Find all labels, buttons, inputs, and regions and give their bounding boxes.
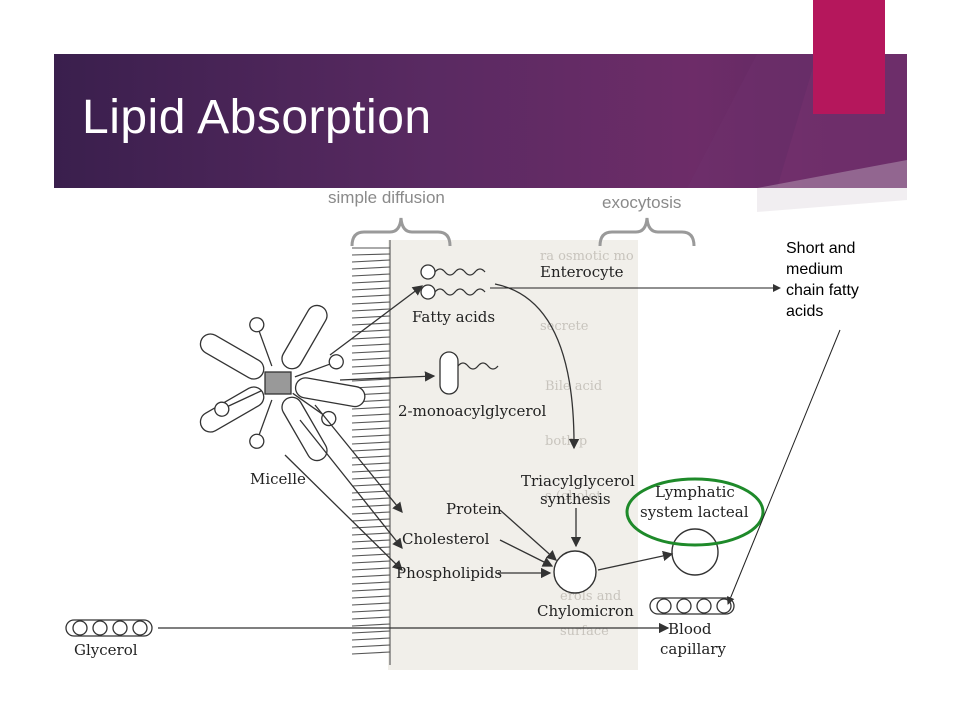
- micelle-label: Micelle: [250, 470, 306, 488]
- enterocyte-label: Enterocyte: [540, 263, 624, 281]
- lymphatic-label: Lymphatic: [655, 483, 735, 501]
- svg-text:s (cholet: s (cholet: [545, 489, 602, 504]
- pathway-arrows: [158, 283, 674, 634]
- monoacylglycerol-icon: [439, 351, 499, 395]
- page-title: Lipid Absorption: [82, 91, 432, 144]
- glycerol-label: Glycerol: [74, 641, 138, 659]
- side-note-line: chain fatty: [786, 282, 859, 299]
- fatty-acids-label: Fatty acids: [412, 308, 495, 326]
- svg-text:Bile acid: Bile acid: [545, 379, 602, 394]
- triacylglycerol-label: Triacylglycerol: [521, 472, 635, 490]
- exocytosis-label: exocytosis: [602, 193, 682, 212]
- monoacylglycerol-label: 2-monoacylglycerol: [398, 402, 547, 420]
- chylomicron-icon: [553, 550, 597, 594]
- triacylglycerol-label-2: synthesis: [540, 490, 611, 508]
- exocytosis-brace: [598, 217, 696, 247]
- side-note-line: Short and: [786, 240, 856, 257]
- simple-diffusion-brace: [350, 217, 452, 247]
- blood-label-2: capillary: [660, 640, 726, 658]
- cholesterol-label: Cholesterol: [402, 530, 490, 548]
- enterocyte-cell: [388, 240, 638, 670]
- side-note-line: acids: [786, 303, 824, 320]
- figure-labels: Enterocyte Fatty acids 2-monoacylglycero…: [74, 263, 749, 659]
- blood-capillary-icon: [649, 597, 735, 615]
- fatty-acids-icon: [420, 264, 486, 300]
- protein-label: Protein: [446, 500, 502, 518]
- banner-shadow: [757, 160, 907, 212]
- annotation-lines: [490, 284, 841, 605]
- phospholipids-label: Phospholipids: [396, 564, 502, 582]
- microvilli-brush-border: [351, 240, 391, 665]
- svg-text:surface: surface: [560, 624, 609, 639]
- simple-diffusion-label: simple diffusion: [328, 188, 445, 207]
- lacteal-highlight-ellipse: [625, 477, 765, 547]
- blood-label: Blood: [668, 620, 712, 638]
- accent-block: [813, 0, 885, 114]
- micelle-icon: [199, 304, 366, 462]
- glycerol-icon: [65, 619, 153, 637]
- chylomicron-label: Chylomicron: [537, 602, 634, 620]
- lymphatic-label-2: system lacteal: [640, 503, 749, 521]
- svg-text:both p: both p: [545, 434, 587, 449]
- svg-text:secrete: secrete: [540, 319, 589, 334]
- lymphatic-lacteal-icon: [671, 528, 719, 576]
- side-note: Short and medium chain fatty acids: [786, 238, 896, 322]
- side-note-line: medium: [786, 261, 843, 278]
- svg-text:ra osmotic mo: ra osmotic mo: [540, 249, 634, 264]
